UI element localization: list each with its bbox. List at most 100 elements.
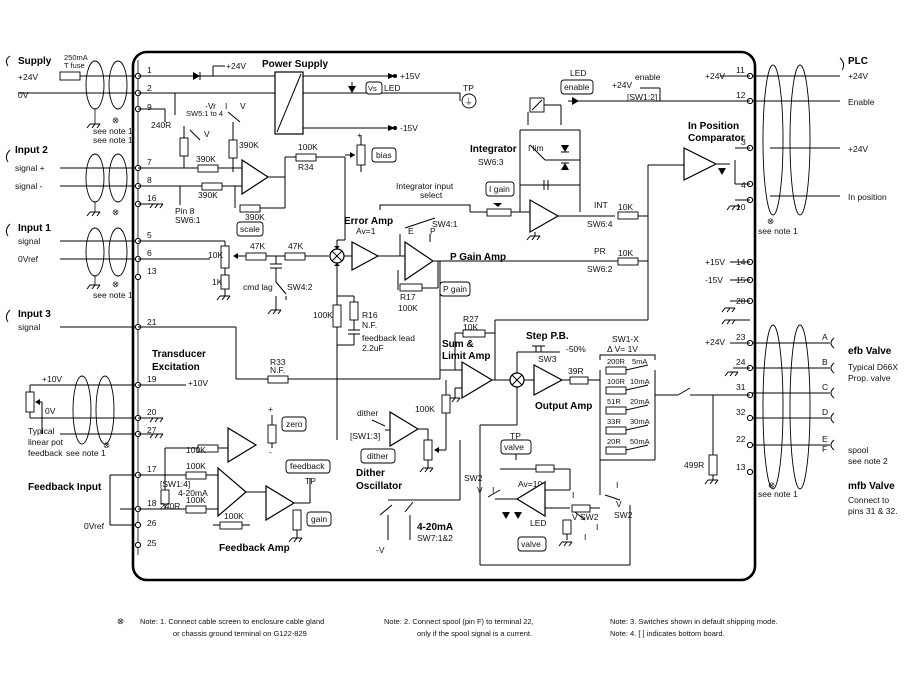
svg-text:26: 26 [147, 518, 157, 528]
svg-text:-15V: -15V [400, 123, 418, 133]
svg-text:V: V [204, 129, 210, 139]
svg-text:25: 25 [147, 538, 157, 548]
input2-title: Input 2 [15, 145, 48, 156]
left-connector-brackets [5, 55, 11, 323]
svg-text:I lim: I lim [528, 143, 544, 153]
svg-text:Δ V= 1V: Δ V= 1V [607, 344, 638, 354]
svg-text:100K: 100K [186, 445, 206, 455]
note-ref-b: see note 1 [93, 135, 133, 145]
svg-text:SW6:3: SW6:3 [478, 157, 504, 167]
sum-limit-title-2: Limit Amp [442, 351, 491, 362]
pot-10v: +10V [42, 374, 62, 384]
transducer-title-2: Excitation [152, 362, 200, 373]
svg-text:zero: zero [286, 419, 303, 429]
svg-text:+15V: +15V [705, 257, 725, 267]
svg-text:I: I [616, 480, 618, 490]
power-supply-block: Power Supply +24V +15V -15V Vs LED ⏚ TP [138, 59, 477, 135]
supply-wiring: ⊗ [18, 60, 138, 129]
svg-text:-50%: -50% [566, 344, 586, 354]
svg-text:Vs: Vs [368, 84, 377, 93]
step-pb-title: Step P.B. [526, 331, 569, 342]
input1-title: Input 1 [18, 223, 51, 234]
svg-text:24: 24 [736, 357, 746, 367]
svg-text:dither: dither [357, 408, 378, 418]
right-terminals [746, 72, 754, 476]
svg-text:D: D [822, 407, 828, 417]
integrator-title: Integrator [470, 144, 517, 155]
svg-text:SW7:1&2: SW7:1&2 [417, 533, 453, 543]
svg-text:I: I [572, 490, 574, 500]
right-terminal-13 [746, 468, 754, 476]
svg-text:17: 17 [147, 464, 157, 474]
svg-text:6: 6 [147, 248, 152, 258]
svg-text:10K: 10K [618, 248, 633, 258]
svg-text:100K: 100K [415, 404, 435, 414]
svg-text:33R: 33R [607, 417, 621, 426]
svg-text:enable: enable [564, 82, 590, 92]
sum-limit-amp: Sum & Limit Amp R27 10K [439, 261, 648, 425]
svg-text:SW2: SW2 [464, 473, 483, 483]
p-gain-amp-title: P Gain Amp [450, 252, 506, 263]
svg-text:390K: 390K [245, 212, 265, 222]
svg-text:390K: 390K [239, 140, 259, 150]
svg-text:100K: 100K [224, 511, 244, 521]
svg-text:Pin 8: Pin 8 [175, 206, 195, 216]
transducer-title-1: Transducer [152, 349, 206, 360]
svg-text:100R: 100R [607, 377, 626, 386]
svg-text:31: 31 [736, 382, 746, 392]
svg-text:32: 32 [736, 407, 746, 417]
svg-text:-15V: -15V [705, 275, 723, 285]
svg-text:2: 2 [147, 83, 152, 93]
supply-0v-label: 0V [18, 90, 29, 100]
right-terminal-11 [746, 414, 754, 422]
svg-text:10K: 10K [208, 250, 223, 260]
svg-text:7: 7 [147, 157, 152, 167]
svg-text:4-20mA: 4-20mA [178, 488, 208, 498]
svg-text:9: 9 [147, 102, 152, 112]
svg-text:-: - [269, 447, 272, 457]
note4: Note: 4. [ ] indicates bottom board. [610, 629, 725, 638]
integrator-block: Integrator SW6:3 I lim I gain INT SW6:4 … [469, 97, 684, 320]
pot-desc-2: linear pot [28, 437, 64, 447]
svg-text:4: 4 [741, 180, 746, 190]
plc-title: PLC [848, 56, 868, 67]
input2-bias-network: 240R SW5:1 to 4 -Vr I V 390K V 390K 390K… [138, 93, 397, 240]
svg-text:5: 5 [147, 230, 152, 240]
svg-text:A: A [822, 332, 828, 342]
note-ref-a: see note 1 [93, 126, 133, 136]
svg-text:8: 8 [147, 175, 152, 185]
svg-text:PR: PR [594, 246, 606, 256]
svg-text:1: 1 [147, 65, 152, 75]
input1-0vref: 0Vref [18, 254, 39, 264]
valve-output-stage: TP valve Av=10 SW2 V I LED valve I V SW2… [464, 424, 633, 566]
svg-text:bias: bias [376, 150, 392, 160]
right-valve-cable: ⊗ AB CD EF [750, 57, 845, 490]
svg-text:5mA: 5mA [632, 357, 647, 366]
svg-text:scale: scale [240, 224, 260, 234]
plc-24v-b: +24V [848, 144, 868, 154]
svg-text:dither: dither [367, 451, 388, 461]
svg-text:3: 3 [741, 137, 746, 147]
feedback-lead-label-2: 2.2uF [362, 343, 384, 353]
svg-text:cmd lag: cmd lag [243, 282, 273, 292]
svg-text:+24V: +24V [612, 80, 632, 90]
svg-text:+10V: +10V [188, 378, 208, 388]
svg-text:I: I [492, 485, 494, 495]
error-amp-title: Error Amp [344, 216, 393, 227]
svg-text:⏚: ⏚ [465, 97, 473, 106]
note2-line2: only if the spool signal is a current. [417, 629, 532, 638]
svg-text:12: 12 [736, 90, 746, 100]
feedback-amp-title: Feedback Amp [219, 543, 290, 554]
feedback-input-wiring [109, 474, 138, 526]
right-rails [721, 261, 750, 377]
left-io-labels: Supply +24V 0V 250mA T fuse Input 2 sign… [15, 53, 133, 531]
pot-desc-3: feedback [28, 448, 63, 458]
svg-text:23: 23 [736, 332, 746, 342]
pot-0v: 0V [45, 406, 56, 416]
svg-text:Av=10: Av=10 [518, 479, 542, 489]
inpos-title-1: In Position [688, 121, 739, 132]
efb-note2: see note 2 [848, 456, 888, 466]
svg-text:R27: R27 [463, 314, 479, 324]
